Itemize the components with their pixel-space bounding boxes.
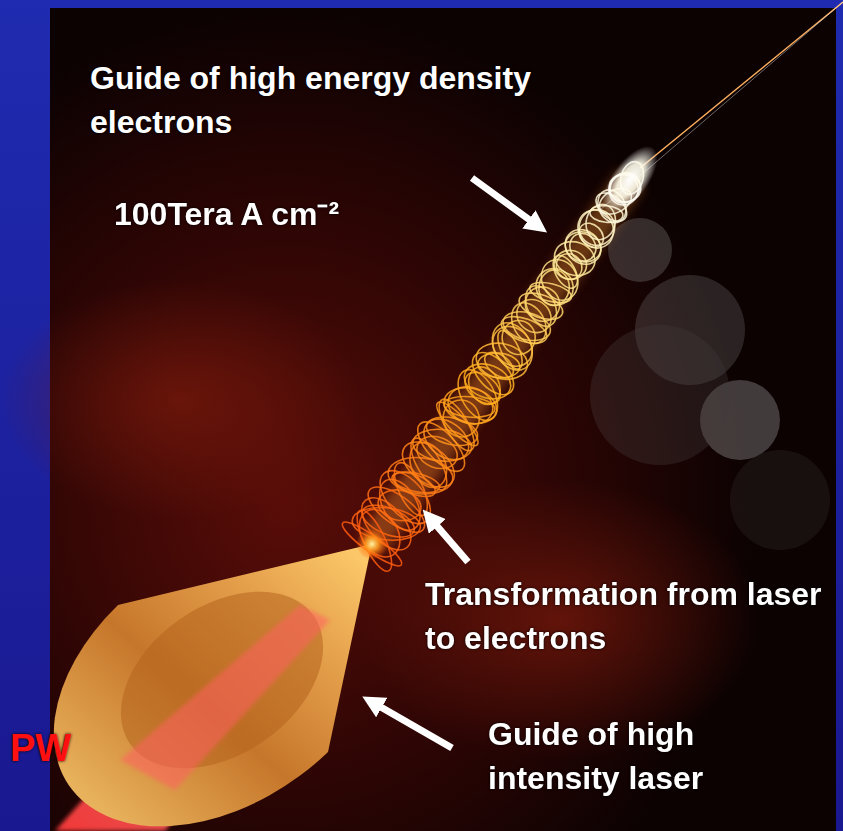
red-glow xyxy=(0,280,360,520)
electron-orbit xyxy=(505,297,553,350)
laser-power-label: PW xyxy=(10,726,100,770)
electron-orbit xyxy=(410,414,472,478)
cone-tip-glow xyxy=(356,528,388,560)
electron-orbit xyxy=(485,318,541,374)
cone-target xyxy=(54,544,372,826)
callout-label: Guide of high intensity laser xyxy=(488,712,788,800)
cone-mouth xyxy=(88,555,356,805)
pointer-arrow xyxy=(472,178,538,226)
laser-inside xyxy=(120,605,330,790)
pointer-arrow xyxy=(372,702,452,748)
callout-label: Guide of high energy density electrons xyxy=(90,56,540,144)
current-density-label: 100Tera A cm⁻² xyxy=(114,192,414,236)
hot-spot xyxy=(592,137,668,223)
electron-orbit xyxy=(516,288,566,325)
pointer-arrow xyxy=(430,518,468,562)
bokeh xyxy=(590,218,830,550)
electron-beam xyxy=(338,159,647,575)
beam-glow xyxy=(372,178,632,544)
electron-orbit xyxy=(416,411,476,468)
electron-orbit xyxy=(390,468,442,496)
electron-orbit xyxy=(412,431,462,475)
electron-orbit xyxy=(553,249,588,281)
callout-label: Transformation from laser to electrons xyxy=(425,572,839,660)
electron-jet xyxy=(640,2,843,168)
